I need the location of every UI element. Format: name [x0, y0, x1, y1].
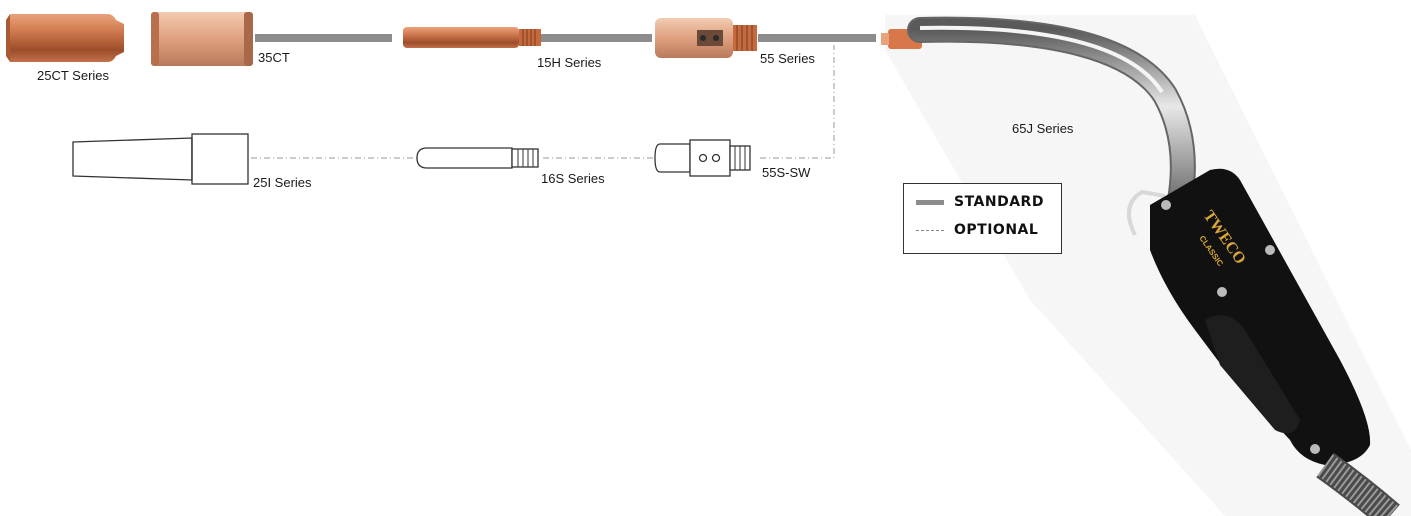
label-55: 55 Series	[760, 51, 815, 66]
label-25ct: 25CT Series	[37, 68, 110, 83]
welding-gun-65j-icon: TWECO CLASSIC	[881, 15, 1411, 516]
nozzle-25ct-icon	[6, 14, 124, 62]
label-35ct: 35CT	[258, 50, 290, 65]
optional-line-swatch	[916, 229, 944, 231]
label-65j: 65J Series	[1012, 121, 1074, 136]
label-16s: 16S Series	[541, 171, 605, 186]
gas-diffuser-55ssw-icon	[654, 139, 751, 177]
nozzle-35ct-icon	[151, 12, 253, 66]
contact-tip-16s-icon	[416, 147, 539, 169]
optional-lines	[251, 45, 835, 159]
contact-tip-15h-icon	[403, 27, 541, 48]
gas-diffuser-55-icon	[655, 18, 757, 58]
label-25i: 25I Series	[253, 175, 312, 190]
label-55ssw: 55S-SW	[762, 165, 811, 180]
legend-optional-label: OPTIONAL	[954, 222, 1039, 238]
legend-standard: STANDARD	[916, 194, 1044, 210]
legend-optional: OPTIONAL	[916, 222, 1038, 238]
standard-line-swatch	[916, 199, 944, 205]
label-15h: 15H Series	[537, 55, 602, 70]
legend: STANDARD OPTIONAL	[903, 183, 1062, 254]
nozzle-25i-icon	[72, 133, 249, 185]
legend-standard-label: STANDARD	[954, 194, 1044, 210]
